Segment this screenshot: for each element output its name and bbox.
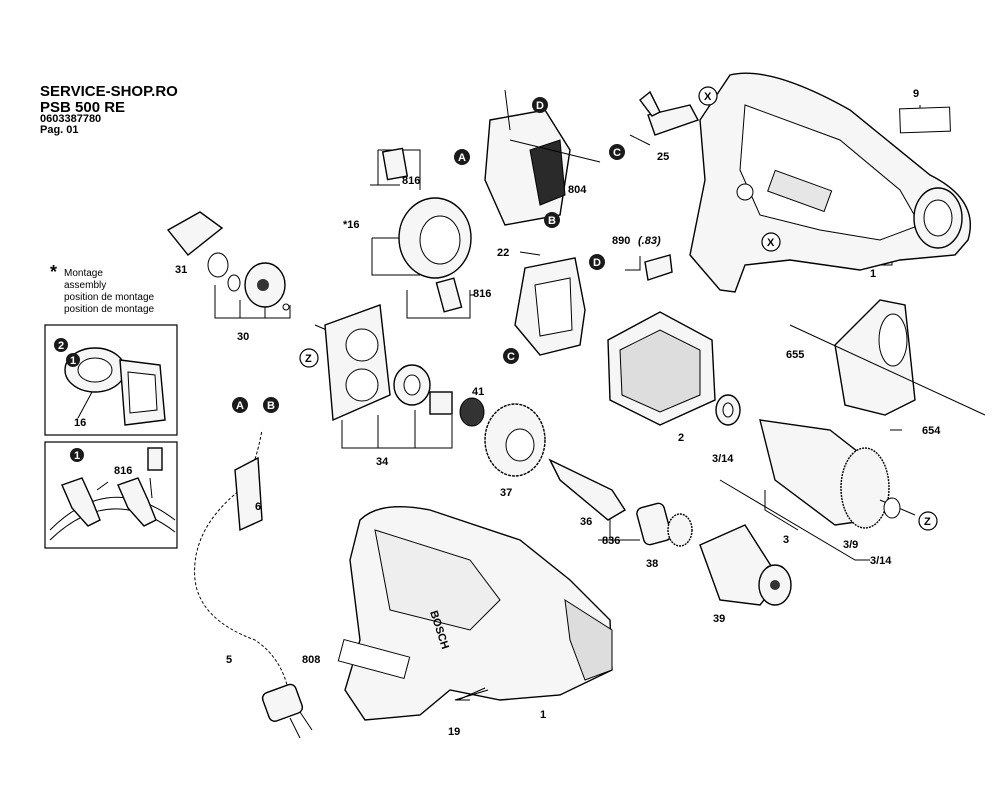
- label-3-9: 3/9: [843, 539, 858, 551]
- label-9: 9: [913, 88, 919, 100]
- inset-box-2: [44, 441, 178, 549]
- label-41: 41: [472, 386, 484, 398]
- marker-d-1: D: [532, 97, 548, 113]
- marker-b-1: B: [544, 212, 560, 228]
- label-16-asterisk: *16: [343, 219, 360, 231]
- svg-text:1: 1: [70, 355, 76, 367]
- svg-text:X: X: [704, 91, 712, 103]
- marker-1b: 1: [70, 448, 84, 462]
- marker-a-2: A: [232, 397, 248, 413]
- svg-text:A: A: [458, 152, 466, 164]
- svg-text:1: 1: [74, 450, 80, 462]
- label-1: 1: [870, 268, 876, 280]
- label-816a: 816: [402, 175, 420, 187]
- cover-31: [166, 211, 224, 256]
- label-804: 804: [568, 184, 587, 196]
- label-36: 36: [580, 516, 592, 528]
- brush-holder-16: [381, 147, 472, 313]
- switch-lever-25: [639, 90, 700, 136]
- label-654: 654: [922, 425, 941, 437]
- label-30: 30: [237, 331, 249, 343]
- drill-body: [337, 505, 613, 721]
- plug: [261, 683, 313, 739]
- label-plate-9: [899, 106, 951, 134]
- marker-z-2: Z: [918, 511, 938, 531]
- svg-text:C: C: [613, 147, 621, 159]
- marker-x-2: X: [761, 232, 781, 252]
- screw-22: [519, 251, 541, 256]
- label-25: 25: [657, 151, 669, 163]
- label-16: 16: [74, 417, 86, 429]
- label-37: 37: [500, 487, 512, 499]
- svg-text:D: D: [536, 100, 544, 112]
- clamp-890: [644, 254, 673, 281]
- note-line-1: Montage: [64, 268, 103, 279]
- svg-text:C: C: [507, 351, 515, 363]
- field-winding-2: [607, 311, 716, 426]
- svg-text:Z: Z: [305, 353, 312, 365]
- label-3: 3: [783, 534, 789, 546]
- label-1b: 1: [540, 709, 546, 721]
- housing-half: [689, 72, 972, 293]
- marker-c-2: C: [503, 348, 519, 364]
- note-line-4: position de montage: [64, 304, 155, 315]
- label-22: 22: [497, 247, 509, 259]
- label-890: 890: [612, 235, 630, 247]
- brush-frame-right: [514, 257, 586, 356]
- label-5: 5: [226, 654, 232, 666]
- label-655: 655: [786, 349, 804, 361]
- shop-name: SERVICE-SHOP.RO: [40, 83, 178, 100]
- svg-text:Z: Z: [924, 516, 931, 528]
- svg-text:D: D: [593, 257, 601, 269]
- label-34: 34: [376, 456, 389, 468]
- marker-z-1: Z: [299, 348, 319, 368]
- cable-5: [193, 429, 292, 701]
- label-816b: 816: [473, 288, 491, 300]
- model-name: PSB 500 RE: [40, 99, 126, 116]
- marker-x-1: X: [698, 86, 718, 106]
- note-line-3: position de montage: [64, 292, 155, 303]
- screw-19: [454, 689, 489, 701]
- label-808: 808: [302, 654, 320, 666]
- marker-b-2: B: [263, 397, 279, 413]
- label-38: 38: [646, 558, 658, 570]
- ball-bearing: [715, 394, 741, 426]
- svg-text:B: B: [548, 215, 556, 227]
- page-number: Pag. 01: [40, 124, 79, 136]
- switch-804: [484, 89, 601, 226]
- aux-handle-654: [789, 299, 986, 416]
- baffle-plate-34: [324, 304, 391, 422]
- part-labels: 1 1 2 3 5 6 9 16 *16 19 22 25 30 31 34 3…: [74, 88, 941, 738]
- marker-c-1: C: [609, 144, 625, 160]
- gear-37: [484, 403, 546, 477]
- svg-text:B: B: [267, 400, 275, 412]
- marker-1a: 1: [66, 353, 80, 367]
- label-19: 19: [448, 726, 460, 738]
- marker-2: 2: [54, 338, 68, 352]
- svg-text:2: 2: [58, 340, 64, 352]
- bearing-34: [393, 364, 485, 427]
- label-890b: (.83): [638, 235, 661, 247]
- armature-3: [759, 419, 916, 529]
- marker-a-1: A: [454, 149, 470, 165]
- asterisk-icon: *: [50, 262, 58, 282]
- label-6: 6: [255, 501, 261, 513]
- label-3-14a: 3/14: [712, 453, 734, 465]
- svg-text:A: A: [236, 400, 244, 412]
- chuck-39: [699, 524, 792, 606]
- label-39: 39: [713, 613, 725, 625]
- label-816c: 816: [114, 465, 132, 477]
- shaft-36: [548, 458, 626, 521]
- label-836: 836: [602, 535, 620, 547]
- gear-38: [636, 502, 693, 547]
- svg-text:X: X: [767, 237, 775, 249]
- washers-30: [207, 252, 290, 311]
- label-31: 31: [175, 264, 187, 276]
- note-line-2: assembly: [64, 280, 107, 291]
- label-2: 2: [678, 432, 684, 444]
- part-code: 0603387780: [40, 113, 102, 125]
- label-3-14b: 3/14: [870, 555, 892, 567]
- marker-d-2: D: [589, 254, 605, 270]
